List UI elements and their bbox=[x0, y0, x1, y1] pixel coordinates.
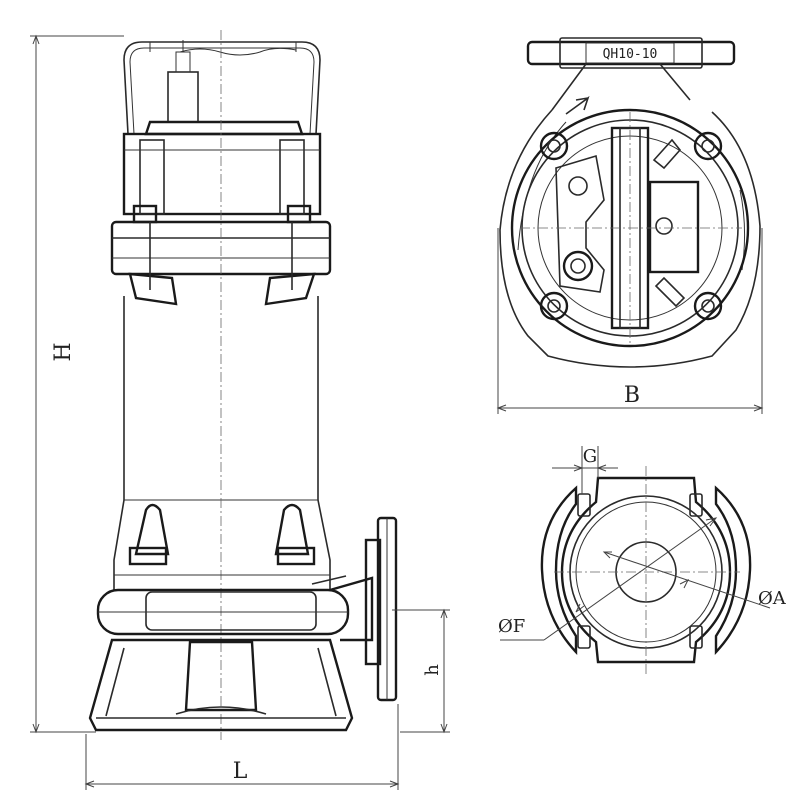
dimension-phi-a: ØA bbox=[602, 551, 787, 609]
top-bolt-lugs bbox=[539, 131, 723, 321]
rotation-arrow-icon bbox=[565, 95, 590, 115]
top-junction-box bbox=[648, 138, 700, 308]
label-phi-f: ØF bbox=[498, 616, 525, 637]
dimension-g: G bbox=[552, 446, 618, 494]
bottom-view: G ØA ØF bbox=[498, 446, 787, 676]
motor-body bbox=[123, 30, 319, 740]
motor-cover bbox=[122, 120, 322, 224]
label-l: L bbox=[233, 759, 248, 784]
bottom-left-lug bbox=[540, 485, 578, 656]
dimension-phi-f: ØF bbox=[498, 517, 718, 641]
outlet-pipe bbox=[311, 516, 398, 702]
volute bbox=[96, 588, 350, 636]
dimension-flange-height: h bbox=[392, 608, 450, 734]
top-view: QH10-10 bbox=[496, 37, 764, 414]
label-b: B bbox=[624, 383, 640, 408]
label-flange-height: h bbox=[422, 664, 443, 676]
bottom-outer-contour bbox=[560, 476, 732, 664]
label-phi-a: ØA bbox=[758, 588, 787, 609]
label-h: H bbox=[51, 342, 76, 361]
top-outlet-flange: QH10-10 bbox=[526, 37, 736, 111]
pump-stand bbox=[88, 638, 354, 732]
dimension-b: B bbox=[496, 228, 764, 414]
dimension-l: L bbox=[84, 704, 400, 790]
lower-housing bbox=[113, 499, 331, 591]
label-g: G bbox=[583, 446, 597, 467]
dimension-h: H bbox=[30, 34, 124, 734]
top-cable-gland bbox=[555, 154, 605, 293]
nameplate: QH10-10 bbox=[603, 47, 658, 62]
handle bbox=[123, 40, 321, 135]
front-view: H L h bbox=[30, 30, 450, 790]
top-volute-outline bbox=[499, 109, 761, 368]
bottom-right-lug bbox=[714, 485, 752, 656]
top-motor-ring bbox=[510, 108, 750, 348]
